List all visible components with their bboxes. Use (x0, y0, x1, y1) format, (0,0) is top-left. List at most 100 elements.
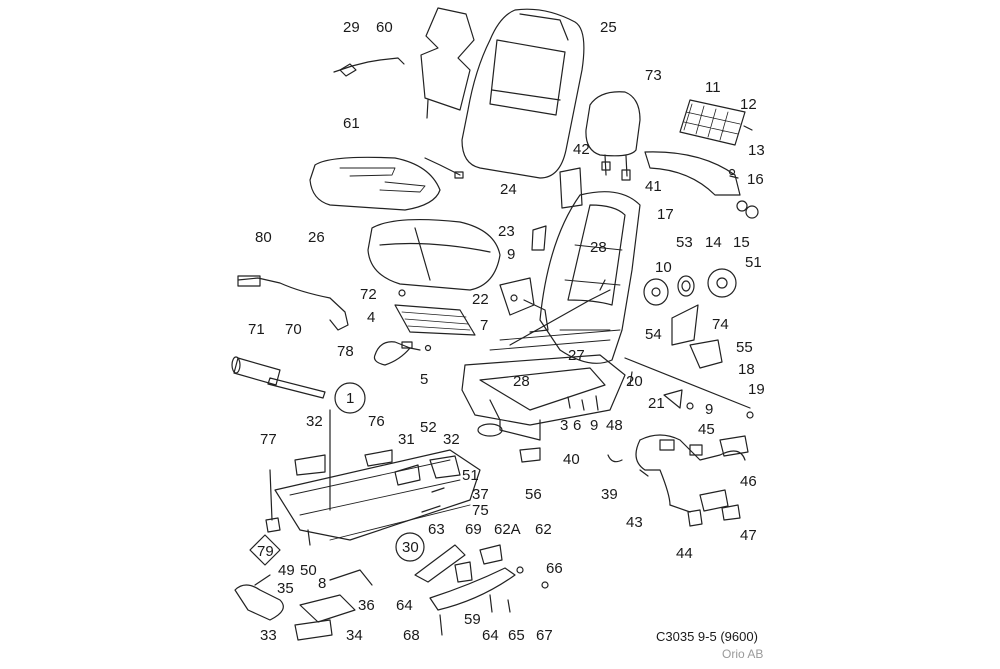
recliner-part (531, 225, 547, 251)
callout-14: 14 (705, 234, 722, 251)
harness-46 (699, 489, 729, 512)
callout-79: 79 (257, 543, 274, 560)
callout-10: 10 (655, 259, 672, 276)
bracket-21 (663, 389, 683, 409)
callout-60: 60 (376, 19, 393, 36)
callout-44: 44 (676, 545, 693, 562)
callout-36: 36 (358, 597, 375, 614)
knob-52 (477, 423, 503, 437)
disc-53 (677, 275, 695, 297)
callout-16: 16 (747, 171, 764, 188)
callout-70: 70 (285, 321, 302, 338)
callout-41: 41 (645, 178, 662, 195)
sensor-part (333, 57, 405, 73)
callout-4: 4 (367, 309, 376, 326)
callout-28-top: 28 (590, 239, 607, 256)
callout-18: 18 (738, 361, 755, 378)
callout-45: 45 (698, 421, 715, 438)
callout-69: 69 (465, 521, 482, 538)
cover-55 (689, 339, 723, 369)
callout-28-bottom: 28 (513, 373, 530, 390)
callout-62A: 62A (494, 521, 521, 538)
seat-heating-element (309, 156, 441, 211)
seat-cushion (367, 219, 501, 291)
diagram-caption: C3035 9-5 (9600) (656, 629, 758, 644)
callout-30: 30 (402, 539, 419, 556)
callout-72: 72 (360, 286, 377, 303)
callout-40: 40 (563, 451, 580, 468)
callout-32-left: 32 (306, 413, 323, 430)
callout-51: 51 (745, 254, 762, 271)
cable-80 (237, 277, 349, 331)
heater-pad (394, 304, 476, 336)
callout-20: 20 (626, 373, 643, 390)
callout-50: 50 (300, 562, 317, 579)
callout-64-right: 64 (482, 627, 499, 644)
callout-21: 21 (648, 395, 665, 412)
callout-31: 31 (398, 431, 415, 448)
motor-32b (429, 455, 461, 479)
callout-74: 74 (712, 316, 729, 333)
callout-46: 46 (740, 473, 757, 490)
cover-34 (299, 594, 356, 623)
callout-9-upper: 9 (507, 246, 516, 263)
callout-49: 49 (278, 562, 295, 579)
callout-30-circle (395, 532, 425, 562)
callout-7: 7 (480, 317, 489, 334)
callout-25: 25 (600, 19, 617, 36)
callout-80: 80 (255, 229, 272, 246)
module-33 (294, 619, 333, 641)
backrest-cover (461, 8, 585, 179)
trim-69 (454, 561, 473, 583)
callout-78: 78 (337, 343, 354, 360)
callout-73: 73 (645, 67, 662, 84)
callout-71: 71 (248, 321, 265, 338)
callout-55: 55 (736, 339, 753, 356)
callout-64-left: 64 (396, 597, 413, 614)
callout-48: 48 (606, 417, 623, 434)
seat-frame (461, 354, 626, 426)
disc-54 (643, 278, 669, 306)
callout-23: 23 (498, 223, 515, 240)
motor-76 (364, 449, 393, 467)
callout-67: 67 (536, 627, 553, 644)
callout-66: 66 (546, 560, 563, 577)
back-panel-piece (559, 167, 583, 209)
callout-65: 65 (508, 627, 525, 644)
callout-24: 24 (500, 181, 517, 198)
callout-77: 77 (260, 431, 277, 448)
trim-62A (479, 544, 503, 565)
callout-1: 1 (346, 390, 355, 407)
trim-63 (414, 544, 466, 583)
headrest (585, 91, 641, 157)
callout-79-diamond (249, 534, 281, 566)
callout-68: 68 (403, 627, 420, 644)
disc-51 (707, 268, 737, 298)
harness-35 (234, 584, 284, 621)
callout-13: 13 (748, 142, 765, 159)
motor-31 (394, 464, 421, 486)
callout-6: 6 (573, 417, 582, 434)
clip-40 (607, 454, 623, 463)
callout-51-lower: 51 (462, 467, 479, 484)
callout-17: 17 (657, 206, 674, 223)
callout-19: 19 (748, 381, 765, 398)
maker-credit: Orio AB (722, 647, 764, 661)
callout-33: 33 (260, 627, 277, 644)
callout-3: 3 (560, 417, 569, 434)
callout-54: 54 (645, 326, 662, 343)
callout-9-right: 9 (705, 401, 714, 418)
rod-18 (624, 357, 751, 409)
callout-12: 12 (740, 96, 757, 113)
callout-63: 63 (428, 521, 445, 538)
callout-37: 37 (472, 486, 489, 503)
backrest-frame (539, 191, 641, 364)
callout-29: 29 (343, 19, 360, 36)
lumbar-mesh (679, 99, 746, 146)
callout-56: 56 (525, 486, 542, 503)
callout-8: 8 (318, 575, 327, 592)
callout-52: 52 (420, 419, 437, 436)
callout-22: 22 (472, 291, 489, 308)
